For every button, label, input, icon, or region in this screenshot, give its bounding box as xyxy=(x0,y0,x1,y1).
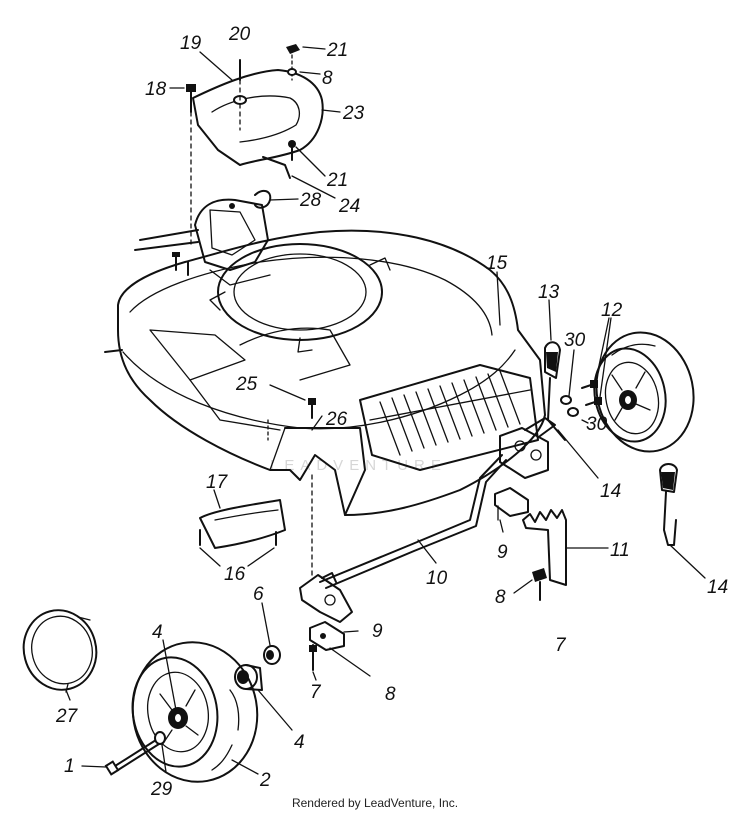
part-label-24: 24 xyxy=(338,196,360,217)
spacer-6 xyxy=(263,645,281,665)
part-label-25: 25 xyxy=(235,374,258,395)
leader-13 xyxy=(548,299,552,341)
part-label-19: 19 xyxy=(180,33,202,54)
part-label-18: 18 xyxy=(145,79,167,100)
part-label-4: 4 xyxy=(152,622,163,643)
rear-left-wheel-2 xyxy=(131,641,259,783)
washer-29 xyxy=(154,731,166,745)
leader-21-low xyxy=(295,146,326,177)
axle-bracket-right xyxy=(499,417,556,479)
height-lever-14-spare xyxy=(659,463,678,546)
part-label-8: 8 xyxy=(385,684,396,705)
part-label-7: 7 xyxy=(555,635,567,656)
leader-4-right xyxy=(257,689,293,731)
deflector-17 xyxy=(199,499,286,549)
leader-8-left xyxy=(329,647,371,677)
leader-4-top xyxy=(162,639,177,711)
part-label-21: 21 xyxy=(326,170,348,191)
part-label-9: 9 xyxy=(497,542,508,563)
leader-21-top xyxy=(302,46,326,50)
part-label-11: 11 xyxy=(610,540,630,561)
leader-19 xyxy=(199,51,233,81)
leader-6 xyxy=(261,602,271,646)
leader-14-mid xyxy=(557,429,599,479)
top-shield-23 xyxy=(192,69,324,166)
watermark-text: LEADVENTURE xyxy=(270,457,447,474)
part-label-4: 4 xyxy=(294,732,305,753)
part-label-29: 29 xyxy=(150,779,173,800)
leader-8-right xyxy=(513,579,533,594)
leader-10 xyxy=(417,539,437,564)
leader-16b xyxy=(247,547,275,567)
part-label-1: 1 xyxy=(64,756,75,777)
engine-mount-assembly xyxy=(134,198,271,286)
part-label-14: 14 xyxy=(600,481,621,502)
leader-9-right xyxy=(499,519,504,533)
part-label-15: 15 xyxy=(486,253,508,274)
part-label-30: 30 xyxy=(564,330,586,351)
hubcap-27 xyxy=(22,609,98,693)
part-label-9: 9 xyxy=(372,621,383,642)
rear-axle-rod-10 xyxy=(319,454,507,589)
part-label-7: 7 xyxy=(310,682,322,703)
bushing-4 xyxy=(234,664,263,691)
part-label-6: 6 xyxy=(253,584,264,605)
leader-16a xyxy=(199,547,221,567)
part-label-8: 8 xyxy=(322,68,333,89)
leader-7-left xyxy=(312,671,317,681)
part-label-13: 13 xyxy=(538,282,560,303)
part-label-12: 12 xyxy=(601,300,623,321)
part-label-14: 14 xyxy=(707,577,728,598)
part-label-20: 20 xyxy=(228,24,251,45)
leader-14-right xyxy=(669,544,706,579)
clip-9-right xyxy=(494,487,529,521)
leader-24 xyxy=(291,175,336,199)
leader-17 xyxy=(213,489,221,509)
axle-bracket-left xyxy=(299,572,353,623)
fasteners-right-lower xyxy=(532,568,547,601)
leader-2 xyxy=(231,759,259,775)
part-label-21: 21 xyxy=(326,40,348,61)
part-label-30: 30 xyxy=(586,414,608,435)
leader-15 xyxy=(496,271,501,326)
leader-28 xyxy=(269,198,299,201)
part-label-8: 8 xyxy=(495,587,506,608)
part-label-10: 10 xyxy=(426,568,448,589)
part-label-26: 26 xyxy=(325,409,348,430)
leader-30-low xyxy=(581,419,589,424)
leader-26 xyxy=(311,415,323,431)
part-label-27: 27 xyxy=(55,706,79,727)
bolt-25 xyxy=(308,398,316,405)
leader-23 xyxy=(321,109,341,113)
part-label-17: 17 xyxy=(206,472,229,493)
mower-deck-housing xyxy=(117,229,546,516)
height-plate-11 xyxy=(522,509,567,586)
leader-29 xyxy=(161,744,167,773)
shoulder-bolt-1 xyxy=(104,739,160,776)
part-label-2: 2 xyxy=(259,770,271,791)
leader-9-left xyxy=(343,630,359,633)
footer-credit: Rendered by LeadVenture, Inc. xyxy=(291,796,459,810)
leader-30-top xyxy=(568,349,575,397)
part-label-28: 28 xyxy=(299,190,322,211)
leader-25 xyxy=(269,384,306,401)
part-number-labels: 1 2 4 4 6 7 7 8 8 8 9 9 10 11 12 13 14 1… xyxy=(55,24,728,800)
leader-8-top xyxy=(299,71,321,75)
part-label-23: 23 xyxy=(342,103,365,124)
part-label-16: 16 xyxy=(224,564,246,585)
clip-9-left xyxy=(309,621,345,651)
leader-1 xyxy=(81,765,107,768)
deck-side-bolt xyxy=(104,349,123,353)
front-right-wheel xyxy=(593,331,695,453)
fasteners-top xyxy=(172,44,300,276)
leader-27 xyxy=(65,689,71,701)
